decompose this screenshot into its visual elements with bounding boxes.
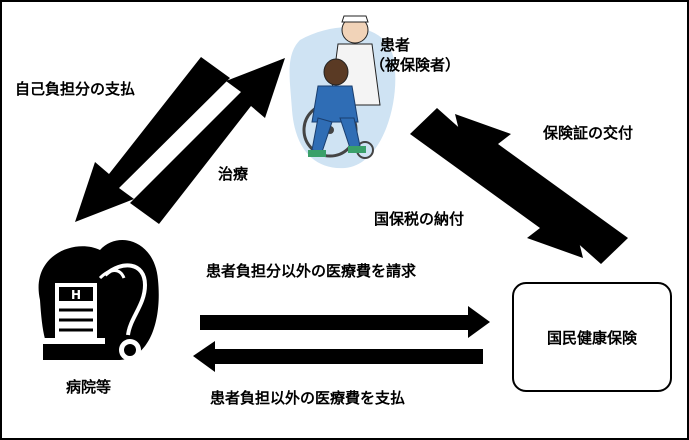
arrow-tax-to-insurer xyxy=(410,108,583,258)
patient-label: 患者 xyxy=(380,36,411,54)
hospital-label: 病院等 xyxy=(66,378,112,396)
insurer-node: 国民健康保険 xyxy=(512,282,672,392)
arrow-claim-to-insurer xyxy=(200,306,490,338)
tax-payment-label: 国保税の納付 xyxy=(374,210,465,228)
arrow-copay-to-hospital xyxy=(75,57,230,222)
arrow-treatment-to-patient xyxy=(130,58,285,224)
hospital-sign-text: H xyxy=(71,288,81,302)
insurer-label: 国民健康保険 xyxy=(546,328,637,347)
patient-insured-label: （被保険者） xyxy=(370,56,461,74)
insurance-card-label: 保険証の交付 xyxy=(543,124,634,142)
patient-wheelchair-illustration xyxy=(289,15,396,169)
copay-label: 自己負担分の支払 xyxy=(15,80,136,98)
hospital-icon: H xyxy=(38,240,159,361)
arrow-payment-to-hospital xyxy=(193,341,483,372)
treatment-label: 治療 xyxy=(218,165,249,183)
payment-label: 患者負担以外の医療費を支払 xyxy=(210,389,406,407)
claim-label: 患者負担分以外の医療費を請求 xyxy=(206,262,417,280)
arrow-card-to-patient xyxy=(455,114,628,264)
